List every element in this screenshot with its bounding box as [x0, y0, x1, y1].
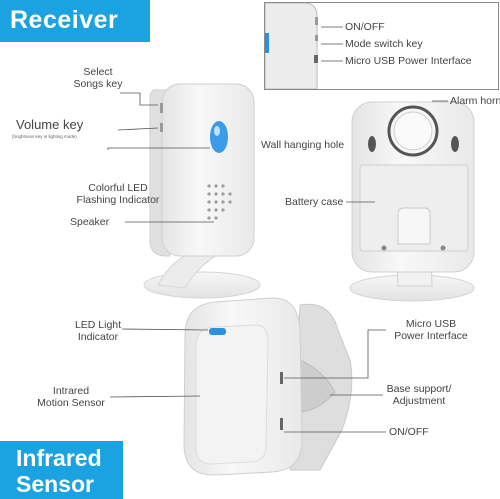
sensor-title-line1: Infrared	[16, 445, 102, 471]
sensor-on-off-switch	[280, 418, 283, 430]
sensor-on-off-label: ON/OFF	[389, 426, 429, 438]
base-support-label-line2: Adjustment	[392, 395, 446, 407]
select-songs-label-line1: Select	[83, 66, 113, 78]
sensor-micro-usb-label: Micro USB Power Interface	[386, 318, 476, 342]
select-songs-label-line2: Songs key	[73, 78, 123, 90]
receiver-body	[161, 83, 255, 257]
led-light-label-line2: Indicator	[77, 331, 119, 343]
receiver-device	[143, 83, 261, 299]
receiver-back-device	[349, 101, 475, 302]
inset-micro-usb-label: Micro USB Power Interface	[345, 55, 472, 67]
wall-hanging-hole-left	[368, 136, 376, 152]
inset-on-off-label: ON/OFF	[345, 21, 385, 33]
led-light-label: LED Light Indicator	[68, 319, 128, 343]
receiver-title: Receiver	[10, 6, 119, 34]
volume-key-note: (brightness key in lighting mode)	[12, 134, 77, 139]
sensor-micro-usb-label-line2: Power Interface	[394, 330, 468, 342]
receiver-side-inset: ON/OFF Mode switch key Micro USB Power I…	[264, 2, 499, 90]
infrared-sensor-label-line1: Intrared	[52, 385, 90, 397]
sensor-micro-usb-label-line1: Micro USB	[405, 318, 457, 330]
sensor-usb-port	[280, 372, 283, 384]
led-indicator	[210, 121, 228, 153]
volume-key-label: Volume key	[16, 117, 84, 132]
infrared-sensor-label: Intrared Motion Sensor	[26, 385, 116, 409]
wall-hanging-hole-label: Wall hanging hole	[261, 139, 345, 151]
led-indicator-label-line1: Colorful LED	[88, 182, 148, 194]
sensor-led-light	[209, 328, 226, 335]
inset-mode-knob	[315, 35, 318, 41]
speaker-label: Speaker	[70, 216, 110, 228]
battery-case-label: Battery case	[285, 196, 344, 208]
select-songs-key	[160, 103, 163, 113]
volume-key	[160, 123, 163, 132]
base-support-label: Base support/ Adjustment	[384, 383, 454, 407]
infrared-sensor-device	[183, 297, 353, 476]
inset-usb-port	[314, 55, 318, 63]
infrared-sensor-label-line2: Motion Sensor	[37, 397, 105, 409]
select-songs-label: Select Songs key	[68, 66, 128, 90]
inset-side-view-image	[264, 2, 343, 90]
infrared-lens	[195, 324, 269, 465]
led-indicator-label: Colorful LED Flashing Indicator	[63, 182, 173, 206]
receiver-banner: Receiver	[0, 0, 150, 42]
led-light-label-line1: LED Light	[74, 319, 122, 331]
alarm-horn-label: Alarm horn	[450, 95, 500, 107]
speaker-grill	[207, 184, 232, 220]
base-support-label-line1: Base support/	[386, 383, 452, 395]
led-indicator-label-line2: Flashing Indicator	[76, 194, 160, 206]
wall-hanging-hole-right	[451, 136, 459, 152]
inset-mode-switch-label: Mode switch key	[345, 38, 423, 50]
sensor-title-line2: Sensor	[16, 471, 94, 497]
sensor-banner: Infrared Sensor	[0, 441, 123, 499]
inset-switch-knob	[315, 17, 318, 25]
